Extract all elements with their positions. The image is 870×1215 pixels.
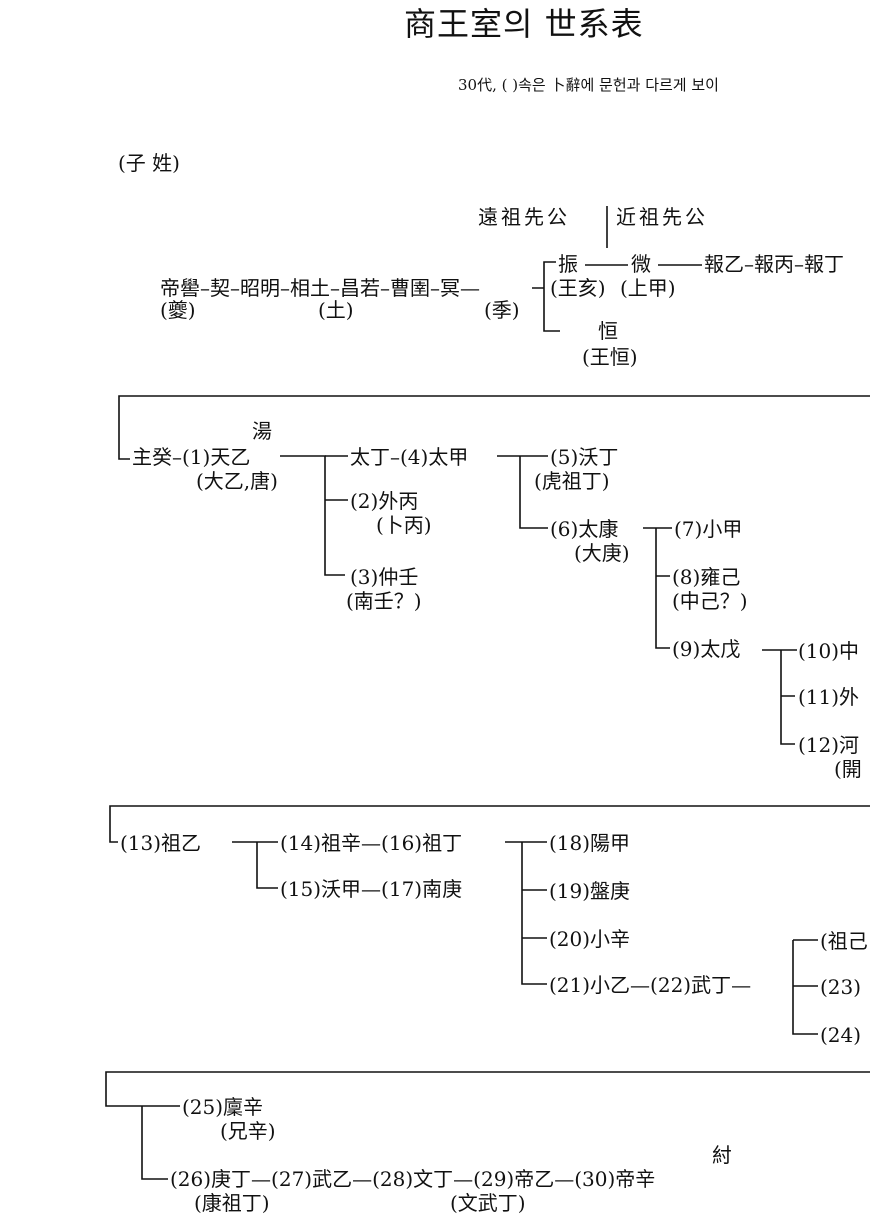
s4-xiongxin: (兄辛) xyxy=(220,1119,276,1143)
s3-zuxin: (14)祖辛—(16)祖丁 xyxy=(280,831,463,855)
s3-zuji: (祖己 xyxy=(820,929,868,953)
separator-4 xyxy=(105,1071,870,1180)
s2-taiwu: (9)太戊 xyxy=(672,637,741,661)
s1-wangheng: (王恒) xyxy=(582,345,638,369)
fork-taijia xyxy=(497,455,548,529)
s3-wojia: (15)沃甲—(17)南庚 xyxy=(280,877,463,901)
s2-woding: (5)沃丁 xyxy=(550,445,619,469)
s1-bao: 報乙–報丙–報丁 xyxy=(704,252,844,276)
s2-zhongji: (中己？) xyxy=(672,589,748,613)
s1-kui: (夔) xyxy=(160,298,196,322)
s1-ji: (季) xyxy=(484,298,520,322)
s1-wei: 微 xyxy=(631,252,651,276)
fork-tang xyxy=(280,455,348,576)
s3-xiaoxin: (20)小辛 xyxy=(549,927,631,951)
page-title: 商王室의 世系表 xyxy=(404,5,644,43)
fork-taiwu xyxy=(762,649,797,745)
s3-n24: (24) xyxy=(820,1023,862,1047)
s1-zhen: 振 xyxy=(558,252,578,276)
s3-xiaoyi: (21)小乙—(22)武丁— xyxy=(549,973,752,997)
s4-zhou: 紂 xyxy=(712,1143,732,1167)
fork-zhen-heng xyxy=(532,261,560,332)
s2-nanren: (南壬？) xyxy=(346,589,422,613)
s4-linxin: (25)廩辛 xyxy=(182,1095,264,1119)
s2-n10: (10)中 xyxy=(798,639,860,663)
s2-n11: (11)外 xyxy=(798,685,860,709)
fork-zuding xyxy=(505,841,547,985)
s1-shangjia: (上甲) xyxy=(620,276,676,300)
fork-wuding xyxy=(792,939,818,1035)
s4-wenwuding: (文武丁) xyxy=(450,1191,526,1215)
s2-yongji: (8)雍己 xyxy=(672,565,741,589)
s3-yangjia: (18)陽甲 xyxy=(549,831,631,855)
s2-taiding: 太丁–(4)太甲 xyxy=(350,445,469,469)
separator-3 xyxy=(109,805,870,843)
s4-kangzuding: (康祖丁) xyxy=(194,1191,270,1215)
s2-zhugui: 主癸–(1)天乙 xyxy=(132,445,251,469)
s3-n23: (23) xyxy=(820,975,862,999)
s2-dageng: (大庚) xyxy=(574,541,630,565)
near-ancestors-label: 近祖先公 xyxy=(616,205,708,229)
far-ancestors-label: 遠祖先公 xyxy=(478,205,570,229)
s2-waibing: (2)外丙 xyxy=(350,489,419,513)
s3-pangeng: (19)盤庚 xyxy=(549,879,631,903)
s2-kai: (開 xyxy=(834,757,862,781)
s2-xiaojia: (7)小甲 xyxy=(674,517,743,541)
s2-huzuding: (虎祖丁) xyxy=(534,469,610,493)
s2-bubing: (卜丙) xyxy=(376,513,432,537)
s2-n12: (12)河 xyxy=(798,733,860,757)
s2-zhongren: (3)仲壬 xyxy=(350,565,419,589)
fork-taikang xyxy=(643,527,672,649)
s1-tu: (土) xyxy=(318,298,354,322)
s1-wanghai: (王亥) xyxy=(550,276,606,300)
clan-label: (子 姓) xyxy=(118,151,180,175)
s4-chain: (26)庚丁—(27)武乙—(28)文丁—(29)帝乙—(30)帝辛 xyxy=(170,1167,656,1191)
s2-dayi: (大乙,唐) xyxy=(196,469,278,493)
s1-heng: 恒 xyxy=(598,319,618,343)
separator-2 xyxy=(118,395,870,460)
s2-taikang: (6)太康 xyxy=(550,517,619,541)
s3-zuyi: (13)祖乙 xyxy=(120,831,202,855)
page-note: 30代, ( )속은 卜辭에 문헌과 다르게 보이 xyxy=(458,76,719,94)
fork-zuyi xyxy=(232,841,278,889)
s1-chain: 帝嚳–契–昭明–相土–昌若–曹圉–冥— xyxy=(160,276,480,300)
s2-tang: 湯 xyxy=(252,419,272,443)
